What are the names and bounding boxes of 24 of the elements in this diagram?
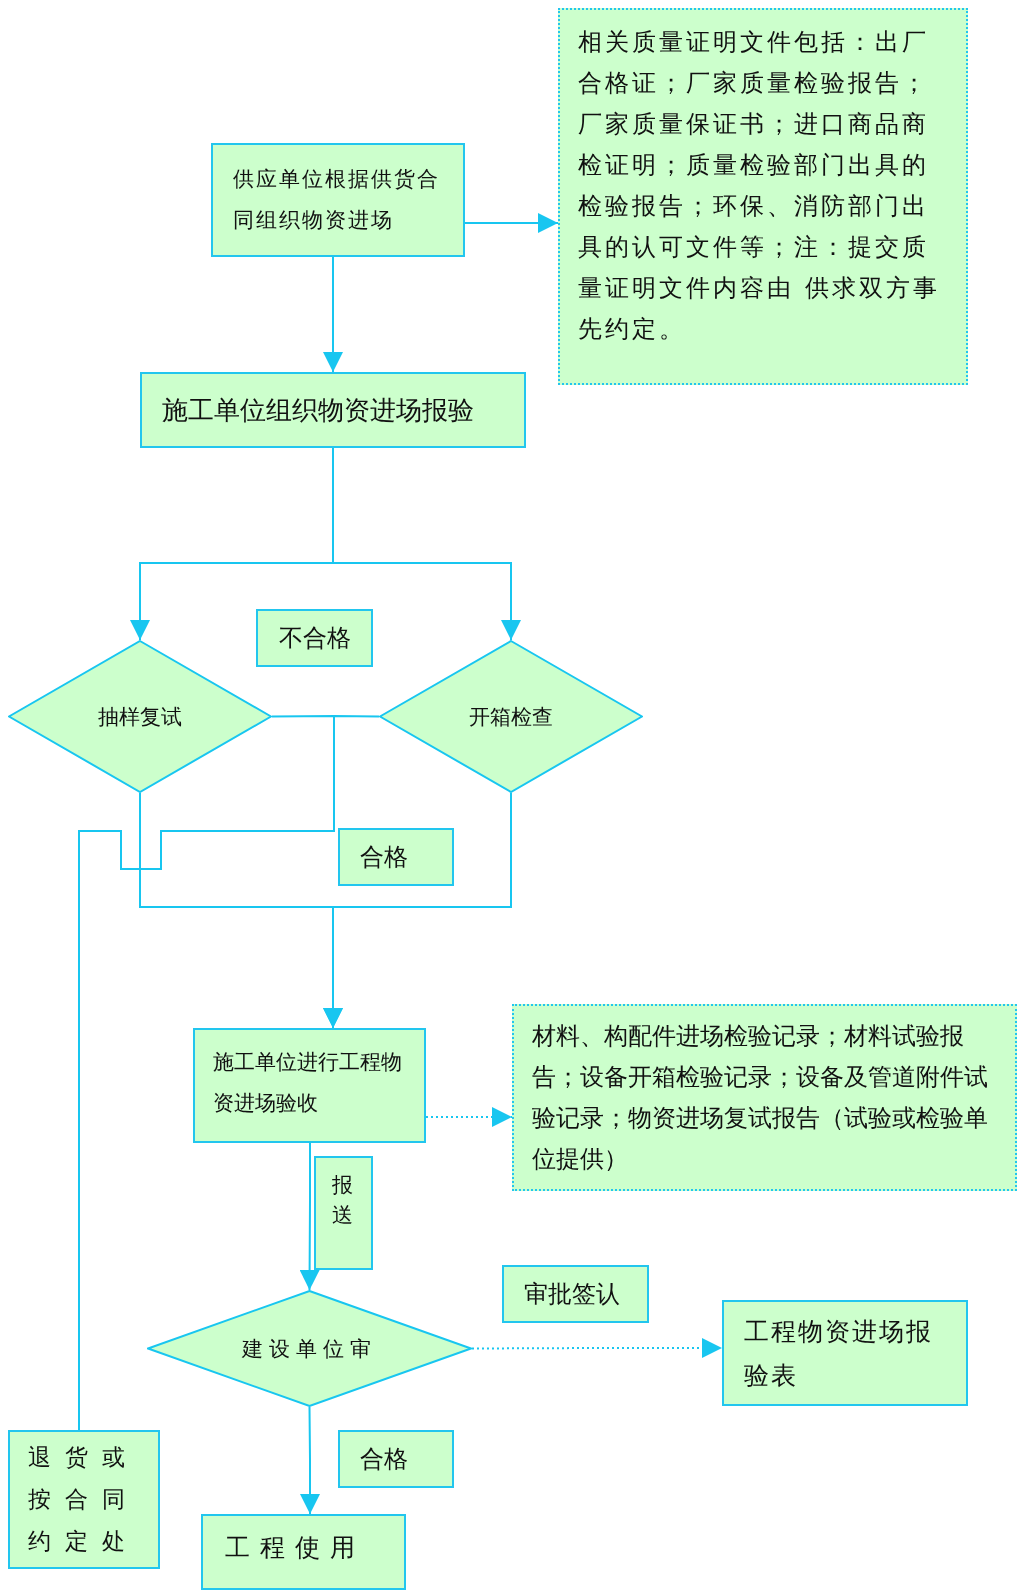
condition-label: 不合格 (256, 609, 373, 667)
result-box: 工程物资进场报验表 (722, 1300, 968, 1406)
arrow (471, 1338, 723, 1358)
decision-diamond: 抽样复试 (8, 640, 272, 793)
process-box: 施工单位进行工程物资进场验收 (193, 1028, 426, 1143)
process-box: 施工单位组织物资进场报验 (140, 372, 526, 448)
decision-diamond: 建设单位审 (147, 1290, 472, 1407)
condition-label: 合格 (338, 828, 454, 886)
arrow (464, 213, 559, 233)
arrow (323, 256, 343, 373)
arrow (323, 792, 512, 1029)
process-box: 工程使用 (201, 1514, 406, 1590)
process-box: 退货或按合同约定处 (8, 1430, 160, 1569)
arrow (300, 1406, 320, 1515)
condition-label: 审批签认 (502, 1265, 649, 1323)
note-box: 材料、构配件进场检验记录；材料试验报告；设备开箱检验记录；设备及管道附件试验记录；物资进场复试报告（试验或检验单位提供） (512, 1004, 1017, 1191)
decision-diamond: 开箱检查 (379, 640, 643, 793)
arrow (425, 1107, 513, 1127)
condition-label: 报送 (314, 1156, 373, 1270)
note-box: 相关质量证明文件包括：出厂合格证；厂家质量检验报告；厂家质量保证书；进口商品商检证明；质量检验部门出具的检验报告；环保、消防部门出具的认可文件等；注：提交质量证明文件内容由 供求双方事先约定。 (558, 8, 968, 385)
condition-label: 合格 (338, 1430, 454, 1488)
arrow (299, 1142, 320, 1291)
process-box: 供应单位根据供货合同组织物资进场 (211, 143, 465, 257)
arrow (332, 447, 521, 641)
